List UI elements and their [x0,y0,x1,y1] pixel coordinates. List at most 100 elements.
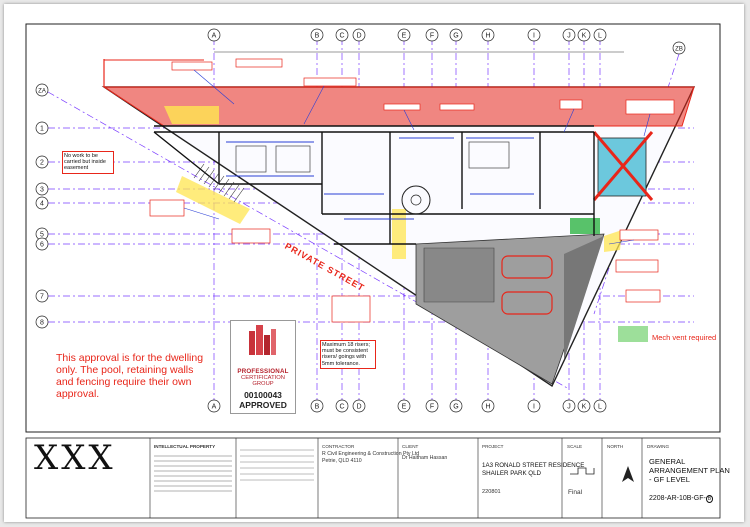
grid-row-bubble-1 [35,121,49,135]
grid-bubble-top-H [481,28,495,42]
leader-4 [643,113,651,137]
grid-bubble-top-K [577,28,591,42]
grid-label-top-A: A [212,33,217,40]
annotation-box-0 [171,61,213,71]
riser-note: Maximum 18 risers; must be consistent ri… [320,340,376,369]
grid-row-label-3: 3 [40,187,44,194]
grid-label-ZB: ZB [675,47,683,53]
grid-label-bottom-F: F [430,404,434,411]
annotation-box-7 [619,229,659,241]
sofa-left [235,145,267,173]
grid-row-label-1: 1 [40,126,44,133]
tread-7 [228,184,240,200]
label-scale: SCALE [567,444,583,449]
wall-11 [153,131,220,185]
grid-label-top-I: I [533,33,535,40]
grid-label-bottom-G: G [453,404,458,411]
pool-cross-b [592,131,654,201]
grid-bubble-top-F [425,28,439,42]
project-address-2: SHAILER PARK QLD [482,470,542,477]
grid-label-top-H: H [485,33,490,40]
mech-vent-note: Mech vent required [652,333,717,342]
drawing-title-2: ARRANGEMENT PLAN [649,466,730,475]
grid-label-top-F: F [430,33,434,40]
tread-2 [203,169,215,185]
annotation-box-1 [235,58,283,68]
drawing-title-3: - GF LEVEL [649,475,690,484]
tread-0 [193,163,205,179]
sofa-right [275,145,311,173]
grid-bubble-bottom-A [207,399,221,413]
grid-label-top-J: J [567,33,571,40]
grid-label-bottom-L: L [598,404,602,411]
grid-label-bottom-K: K [582,404,587,411]
label-client: CLIENT [402,444,419,449]
grid-row-label-5: 5 [40,232,44,239]
annotation-box-6 [625,99,675,115]
yellow-zone-a [164,106,219,124]
grid-label-top-B: B [315,33,320,40]
leader-2 [403,109,415,131]
builder-address: Petrie, QLD 4110 [322,458,362,464]
leader-6 [608,239,635,245]
drawing-title-1: GENERAL [649,457,686,466]
cert-status: APPROVED [239,400,287,410]
annotation-box-3 [383,103,421,111]
annotation-box-4 [439,103,475,111]
grid-bubble-bottom-D [352,399,366,413]
annotation-box-2 [303,77,357,87]
grid-bubble-ZA [35,83,49,97]
approval-note: This approval is for the dwelling only. … [56,352,206,400]
annotation-box-5 [559,99,583,110]
north-arrow-icon [622,466,634,482]
annotation-box-9 [625,289,661,303]
label-contractor: CONTRACTOR [322,444,355,449]
label-drawing: DRAWING [647,444,670,449]
grid-label-bottom-E: E [402,404,407,411]
car-2 [501,291,553,315]
grid-bubble-bottom-H [481,399,495,413]
builder-name: R Civil Engineering & Construction Pty L… [322,451,420,457]
grid-bubble-top-G [449,28,463,42]
scale-bar [570,467,595,475]
annotation-box-11 [231,228,271,244]
grid-label-top-E: E [402,33,407,40]
car-1 [501,255,553,279]
yellow-zone-d [604,230,622,252]
project-address-1: 1A3 RONALD STREET RESIDENCE [482,462,585,469]
leader-5 [183,207,220,220]
certification-stamp: PROFESSIONAL CERTIFICATION GROUP 0010004… [230,320,296,414]
green-patch [570,218,600,234]
leader-3 [563,108,575,133]
grid-bubble-top-L [593,28,607,42]
grid-label-top-G: G [453,33,458,40]
grid-row-bubble-3 [35,182,49,196]
grid-row-label-7: 7 [40,294,44,301]
spiral-core [410,194,422,206]
grid-label-bottom-C: C [339,404,344,411]
grid-bubble-bottom-G [449,399,463,413]
grid-label-top-L: L [598,33,602,40]
label-north: NORTH [607,444,624,449]
grid-bubble-top-J [562,28,576,42]
bed [468,141,510,169]
grid-bubble-bottom-B [310,399,324,413]
garage-bay [423,247,495,303]
grid-bubble-top-D [352,28,366,42]
grid-bubble-bottom-F [425,399,439,413]
grid-row-bubble-7 [35,289,49,303]
certification-logo [249,325,276,355]
ramp-zone [564,236,604,360]
yellow-zone-c [392,209,406,259]
grid-bubble-bottom-E [397,399,411,413]
client-name: Dr Haitham Hassan [402,455,448,461]
revision-mark: B [705,495,714,503]
ip-heading: INTELLECTUAL PROPERTY [154,444,216,449]
leader-0 [193,69,235,105]
grid-label-bottom-A: A [212,404,217,411]
grid-bubble-top-B [310,28,324,42]
grid-label-top-K: K [582,33,587,40]
title-block-xxx: XXX [34,438,116,478]
